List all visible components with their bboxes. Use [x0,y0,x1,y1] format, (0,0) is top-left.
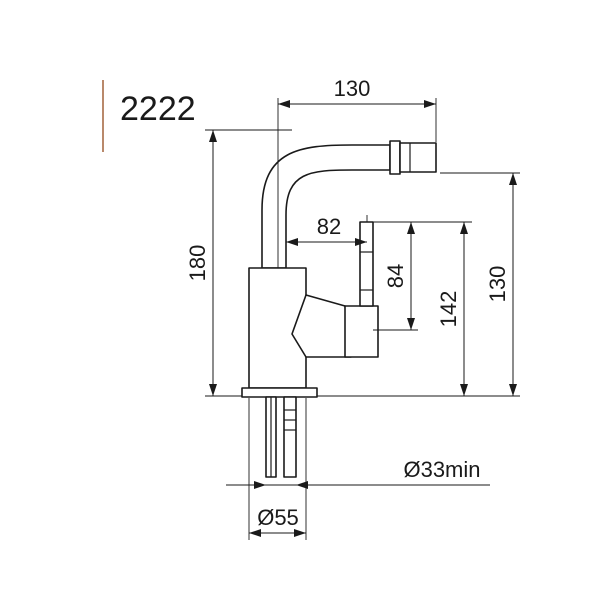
spout-nozzle [399,142,437,173]
dim-label-overall-reach: 130 [334,76,371,101]
dim-label-total-height: 180 [185,245,210,282]
dim-label-handle-height: 84 [383,264,408,288]
lever-cartridge [291,294,352,358]
dim-label-spout-reach: 82 [317,214,341,239]
dim-label-outlet-height: 130 [485,266,510,303]
dim-label-hole-min: Ø33min [403,457,480,482]
faucet-outline [241,140,437,478]
model-number: 2222 [120,90,196,128]
extension-lines [205,98,520,540]
spout-outlet [389,140,401,175]
lever-handle [359,221,374,307]
base-plate [241,387,318,398]
dimension-lines [209,100,517,537]
dim-label-spout-height: 142 [436,291,461,328]
dim-label-base-diameter: Ø55 [257,505,299,530]
supply-hose [283,396,297,478]
lever-housing [344,305,379,358]
